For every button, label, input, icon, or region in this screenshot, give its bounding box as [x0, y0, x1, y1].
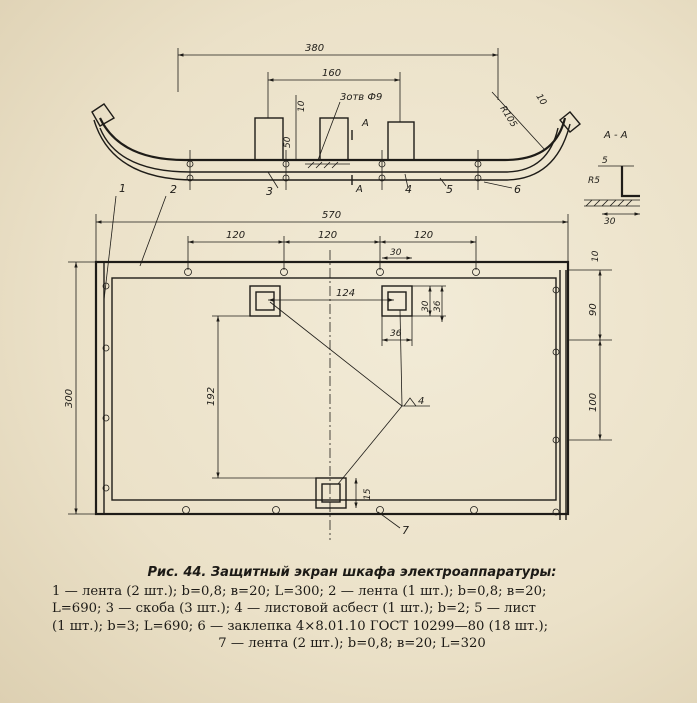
dim-570: 570 — [322, 210, 341, 221]
weld-symbol: 4 — [418, 396, 424, 407]
holes-note: 3отв Ф9 — [340, 92, 382, 103]
dim-160: 160 — [322, 68, 341, 79]
caption-title: Рис. 44. Защитный экран шкафа электроапп… — [147, 565, 557, 580]
figure-caption: Рис. 44. Защитный экран шкафа электроапп… — [52, 564, 652, 653]
callout-7: 7 — [402, 524, 409, 537]
callout-1: 1 — [119, 182, 126, 195]
caption-line-2: L=690; 3 — скоба (3 шт.); 4 — листовой а… — [52, 601, 536, 616]
dim-300: 300 — [64, 389, 75, 408]
side-view: 380 160 10 50 3отв Ф9 A A R105 10 — [91, 43, 581, 195]
section-dim-5: 5 — [602, 156, 608, 166]
caption-line-4: 7 — лента (2 шт.); b=0,8; в=20; L=320 — [218, 636, 486, 651]
dim-30-top: 30 — [390, 248, 402, 258]
dim-36-horizontal: 36 — [390, 329, 402, 339]
dim-10-top: 10 — [297, 100, 307, 112]
dim-100: 100 — [588, 393, 599, 412]
rivet-marks — [186, 150, 482, 190]
dim-36-vertical: 36 — [433, 300, 443, 312]
section-mark-bottom: A — [355, 184, 363, 195]
dim-124: 124 — [336, 288, 355, 299]
section-title: A - A — [603, 130, 628, 141]
dim-120-c: 120 — [414, 230, 433, 241]
dim-192: 192 — [206, 387, 217, 406]
dim-15: 15 — [363, 488, 373, 500]
section-a-a: A - A 5 R5 30 — [584, 130, 640, 227]
section-dim-30: 30 — [604, 217, 616, 227]
dim-90: 90 — [588, 303, 599, 316]
callout-3: 3 — [266, 185, 273, 198]
dim-380: 380 — [305, 43, 324, 54]
callout-5: 5 — [446, 183, 453, 196]
dim-50: 50 — [283, 136, 293, 148]
callout-2: 2 — [170, 183, 177, 196]
callout-6: 6 — [514, 183, 521, 196]
caption-line-1: 1 — лента (2 шт.); b=0,8; в=20; L=300; 2… — [52, 583, 547, 599]
front-view: 570 120 120 120 30 10 90 100 124 30 36 — [64, 210, 612, 540]
top-callouts: 3 4 5 6 1 2 — [103, 171, 521, 301]
dim-120-b: 120 — [318, 230, 337, 241]
dim-30-bracket: 30 — [421, 300, 431, 312]
caption-line-3: (1 шт.); b=3; L=690; 6 — заклепка 4×8.01… — [52, 618, 549, 634]
dim-10-side: 10 — [591, 250, 601, 262]
section-mark-top: A — [361, 118, 369, 129]
section-r5: R5 — [588, 176, 600, 186]
dim-120-a: 120 — [226, 230, 245, 241]
callout-4: 4 — [405, 183, 412, 196]
dim-10-right: 10 — [533, 92, 548, 107]
